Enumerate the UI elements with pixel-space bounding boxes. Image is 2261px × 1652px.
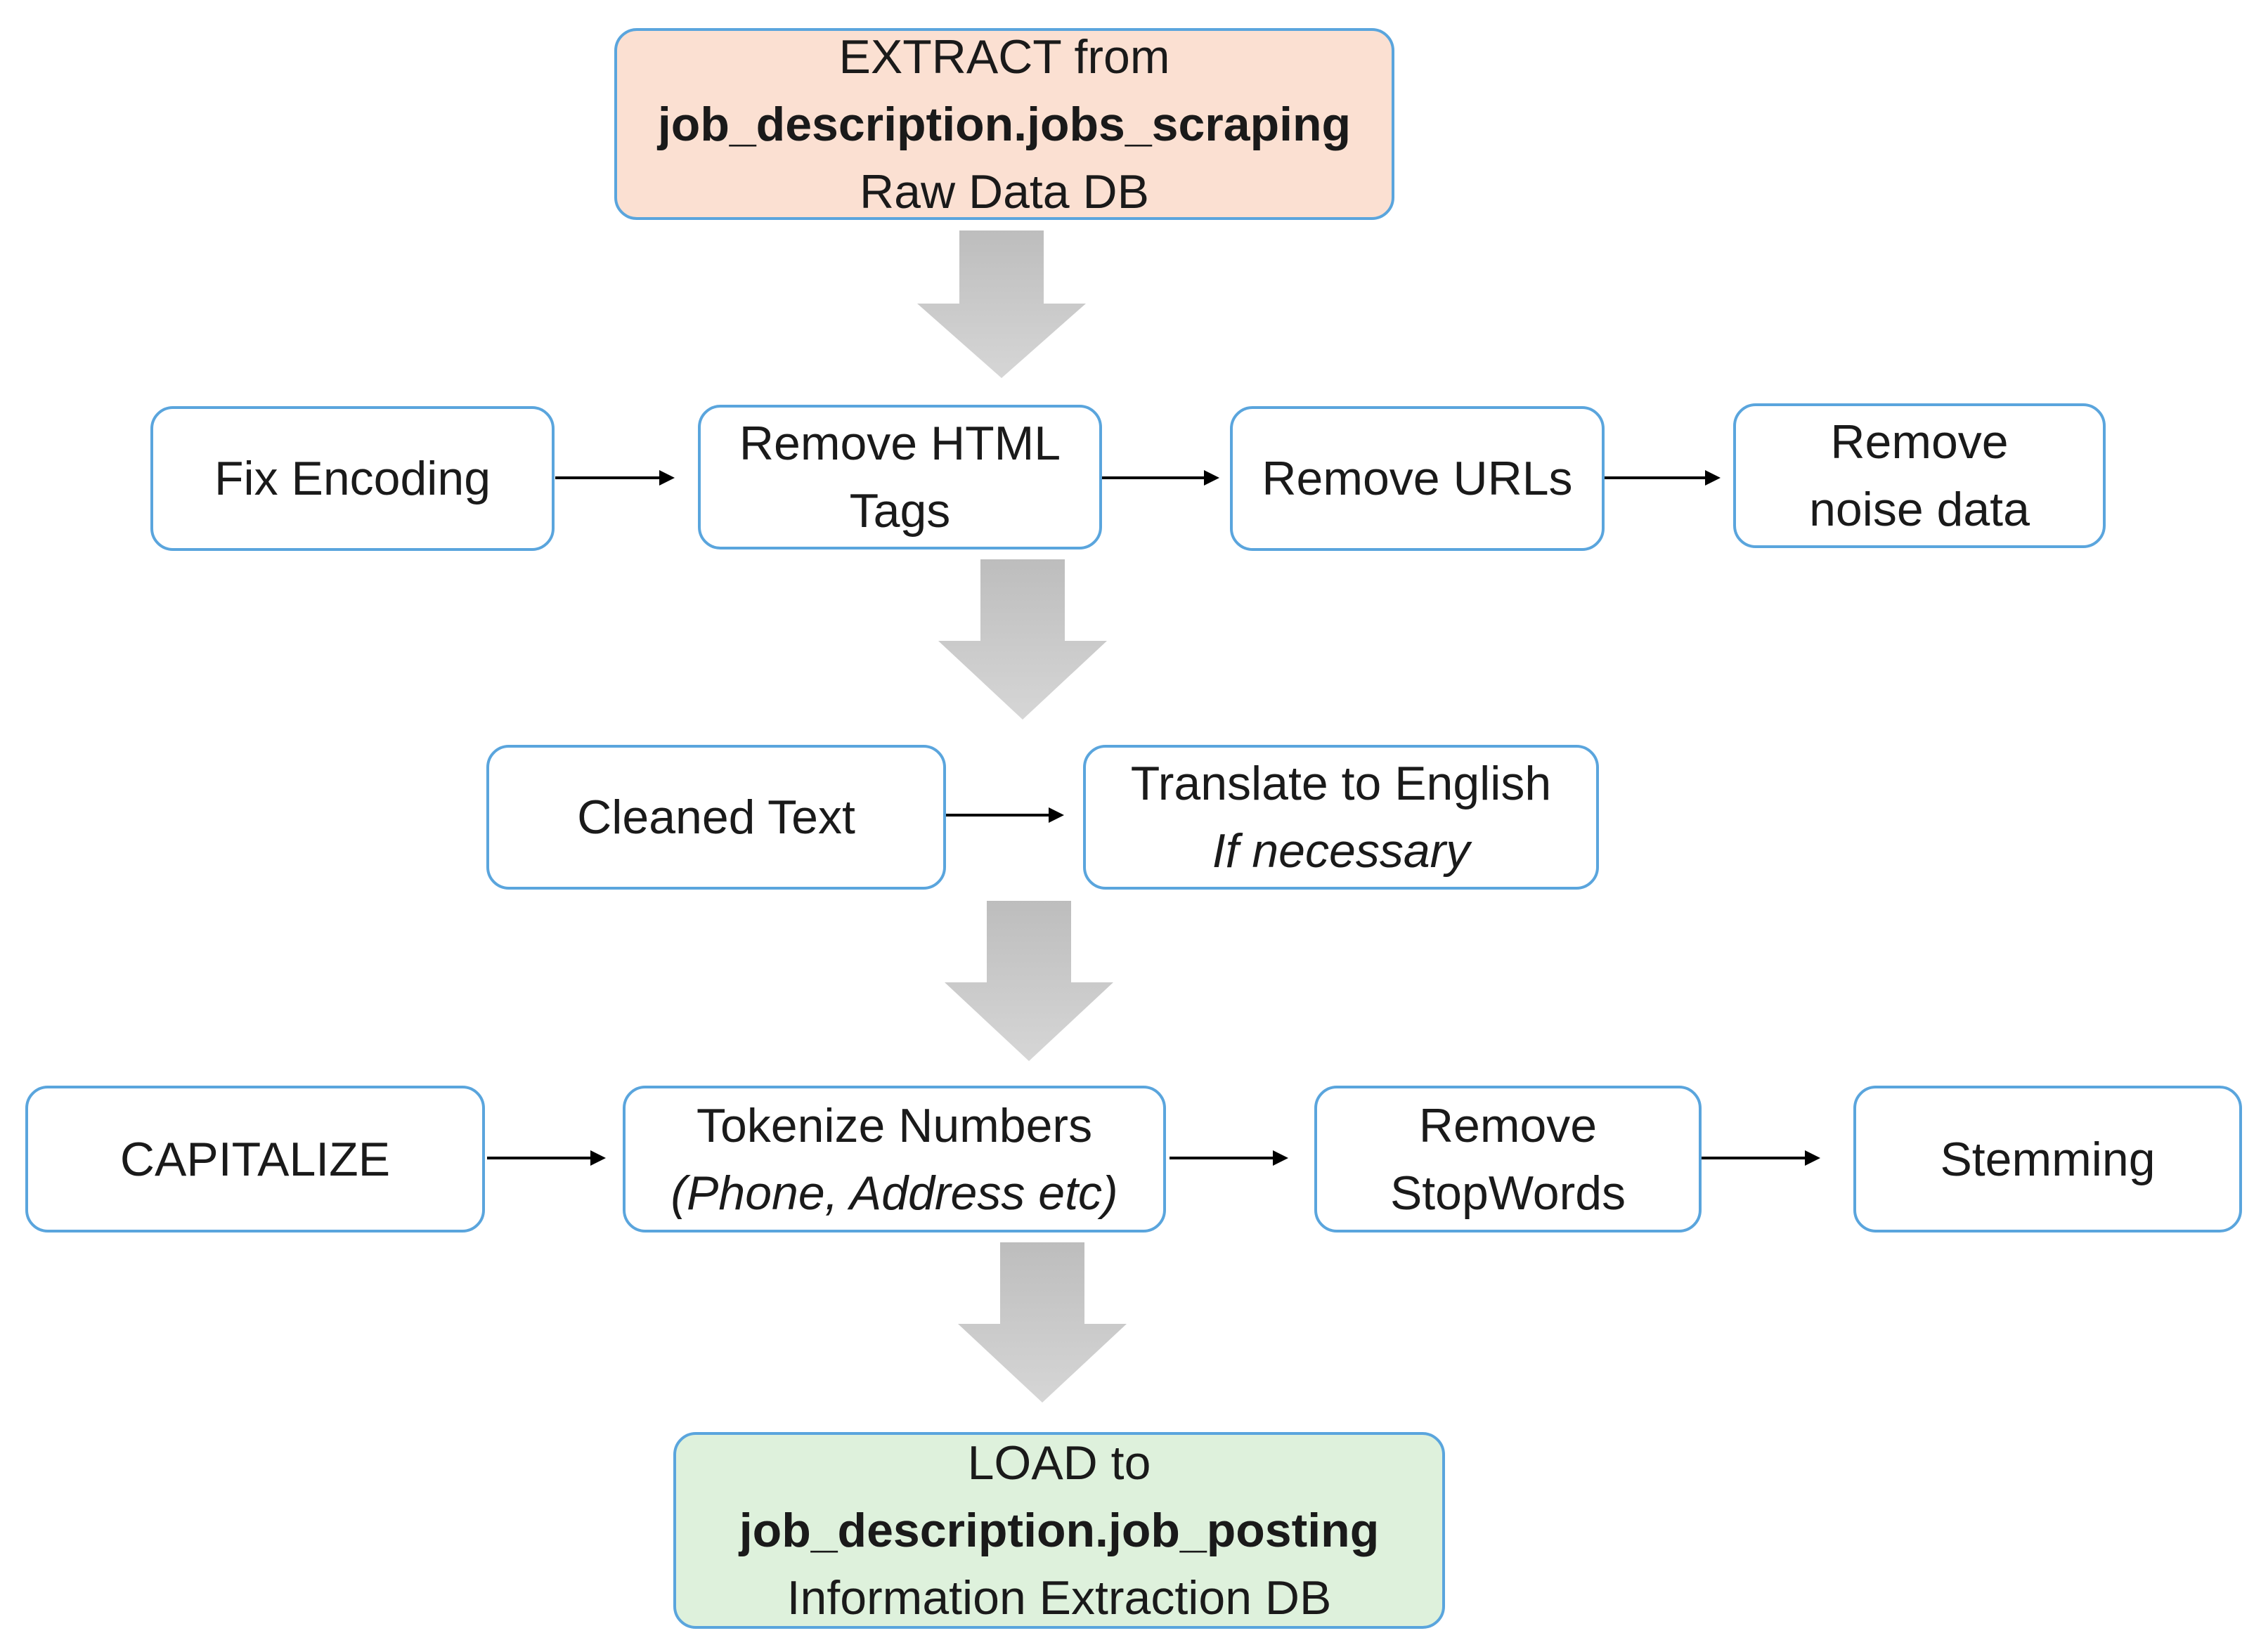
arrowhead-icon [1805, 1150, 1820, 1166]
fix-encoding-box: Fix Encoding [150, 406, 555, 551]
tokenize-numbers-box: Tokenize Numbers (Phone, Address etc) [623, 1086, 1166, 1233]
remove-noise-label-line1: Remove [1830, 415, 2009, 469]
capitalize-box: CAPITALIZE [25, 1086, 485, 1233]
tokenize-label-line2: (Phone, Address etc) [670, 1166, 1118, 1220]
load-db-name: Information Extraction DB [786, 1571, 1332, 1625]
extract-title: EXTRACT from [838, 30, 1170, 84]
stemming-box: Stemming [1853, 1086, 2242, 1233]
arrowhead-icon [1049, 807, 1064, 823]
load-target-box: LOAD to job_description.job_posting Info… [673, 1432, 1445, 1629]
stemming-label: Stemming [1940, 1132, 2156, 1186]
down-arrow-extract-to-row1 [917, 230, 1086, 378]
capitalize-label: CAPITALIZE [119, 1132, 391, 1186]
remove-stopwords-box: Remove StopWords [1314, 1086, 1702, 1233]
remove-urls-box: Remove URLs [1230, 406, 1605, 551]
remove-urls-label: Remove URLs [1262, 452, 1573, 505]
down-arrow-row3-to-load [958, 1242, 1127, 1403]
arrowhead-icon [1273, 1150, 1288, 1166]
remove-noise-label-line2: noise data [1809, 483, 2030, 536]
cleaned-text-box: Cleaned Text [486, 745, 946, 890]
remove-html-label-line1: Remove HTML [739, 417, 1061, 470]
load-table-name: job_description.job_posting [739, 1504, 1380, 1557]
remove-html-tags-box: Remove HTML Tags [698, 405, 1102, 549]
load-title: LOAD to [967, 1436, 1151, 1490]
arrowhead-icon [1705, 470, 1721, 486]
cleaned-text-label: Cleaned Text [577, 791, 855, 844]
tokenize-label-line1: Tokenize Numbers [696, 1098, 1093, 1152]
stopwords-label-line2: StopWords [1389, 1166, 1626, 1220]
remove-noise-data-box: Remove noise data [1733, 403, 2106, 548]
arrowhead-icon [590, 1150, 606, 1166]
remove-html-label-line2: Tags [849, 484, 951, 538]
extract-db-name: Raw Data DB [860, 164, 1149, 219]
stopwords-label-line1: Remove [1418, 1098, 1598, 1152]
translate-label-line2: If necessary [1212, 824, 1470, 878]
translate-box: Translate to English If necessary [1083, 745, 1599, 890]
down-arrow-row1-to-row2 [938, 559, 1107, 720]
extract-table-name: job_description.jobs_scraping [657, 97, 1352, 151]
arrowhead-icon [1204, 470, 1219, 486]
down-arrow-row2-to-row3 [945, 901, 1113, 1061]
arrowhead-icon [659, 470, 675, 486]
extract-source-box: EXTRACT from job_description.jobs_scrapi… [614, 28, 1394, 220]
fix-encoding-label: Fix Encoding [214, 452, 491, 505]
translate-label-line1: Translate to English [1130, 757, 1552, 810]
